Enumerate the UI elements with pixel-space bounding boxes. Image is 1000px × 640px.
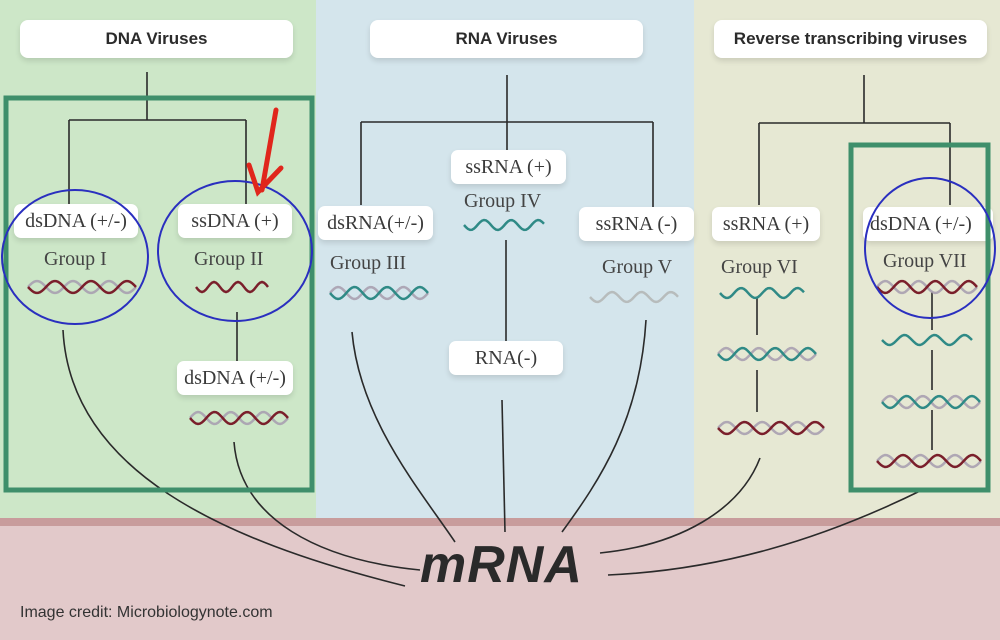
g7-dsdna-strand-a — [876, 279, 978, 295]
g6-genome-label: ssRNA (+) — [712, 207, 820, 241]
rna-viruses-header: RNA Viruses — [370, 20, 643, 58]
red-arrow-icon — [246, 107, 284, 197]
group-ii-label: Group II — [194, 248, 264, 270]
g4-genome-label: ssRNA (+) — [451, 150, 566, 184]
g1-genome-label: dsDNA (+/-) — [14, 204, 138, 238]
g4-ssrna — [463, 218, 545, 232]
reverse-transcribing-panel — [694, 0, 1000, 518]
g2-genome-label: ssDNA (+) — [178, 204, 292, 238]
group-iv-label: Group IV — [464, 190, 542, 212]
rna-viruses-panel — [316, 0, 694, 518]
g6-dsdna-strand-a — [717, 420, 825, 436]
g7-to-mrna-curve — [607, 490, 921, 576]
dna-viruses-header: DNA Viruses — [20, 20, 293, 58]
g3-dsrna-strand-a — [329, 285, 429, 301]
g5-ssrna — [589, 290, 679, 304]
g2-to-mrna-curve — [233, 441, 421, 571]
g7-ssrna — [881, 333, 973, 347]
group-ii-highlight-circle — [157, 180, 313, 322]
g2-ssdna — [195, 280, 269, 294]
g1-dsdna-strand-a — [27, 279, 137, 295]
group-vii-highlight-circle — [864, 177, 996, 319]
g7-dsdna-2-strand-a — [876, 453, 982, 469]
dna-highlight-box — [3, 95, 315, 493]
group-vii-highlight-box — [848, 142, 991, 493]
group-vi-label: Group VI — [721, 256, 798, 278]
g7-hybrid-strand-a — [881, 394, 981, 410]
g2-dsdna-strand-a — [189, 410, 289, 426]
g5-to-mrna-curve — [561, 319, 647, 533]
mrna-band — [0, 518, 1000, 640]
group-vii-label: Group VII — [883, 250, 967, 272]
group-i-highlight-circle — [1, 189, 149, 325]
g6-hybrid-strand-a — [717, 346, 817, 362]
mrna-label: mRNA — [420, 536, 583, 594]
g3-genome-label: dsRNA(+/-) — [318, 206, 433, 240]
rna-tree-line — [360, 75, 654, 208]
group-i-label: Group I — [44, 248, 107, 270]
g4-to-mrna-line — [501, 399, 506, 533]
g2-intermediate-label: dsDNA (+/-) — [177, 361, 293, 395]
reverse-transcribing-header: Reverse transcribing viruses — [714, 20, 987, 58]
rt-tree-line — [758, 75, 951, 205]
g1-to-mrna-curve — [62, 329, 406, 587]
g5-genome-label: ssRNA (-) — [579, 207, 694, 241]
image-credit: Image credit: Microbiologynote.com — [20, 604, 273, 621]
g7-genome-label: dsDNA (+/-) — [863, 207, 993, 241]
g3-to-mrna-curve — [351, 331, 456, 543]
group-iii-label: Group III — [330, 252, 407, 274]
g6-to-mrna-curve — [599, 457, 761, 554]
g4-intermediate-label: RNA(-) — [449, 341, 563, 375]
g6-ssrna — [719, 286, 805, 300]
group-v-label: Group V — [602, 256, 673, 278]
